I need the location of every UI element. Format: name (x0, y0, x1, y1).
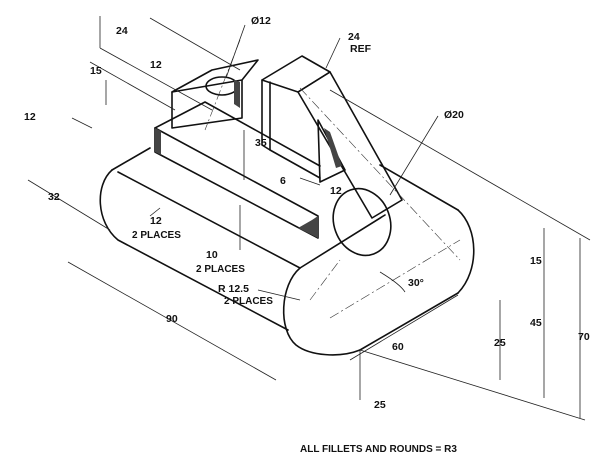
dimension-labels: 24 15 12 12 Ø12 24 REF Ø20 35 6 12 32 12… (24, 15, 590, 411)
dim-30-deg: 30° (408, 277, 424, 289)
dim-dia-20: Ø20 (444, 109, 464, 121)
large-hole (332, 187, 392, 257)
dim-35: 35 (255, 137, 267, 149)
cl-small-hole (204, 39, 241, 131)
dim-15-left: 15 (90, 65, 102, 77)
step-ledge (154, 101, 321, 239)
dim-ref: REF (350, 43, 372, 55)
dim-24-ref: 24 (348, 31, 360, 43)
dim-r12-5: R 12.5 (218, 283, 249, 295)
dim-90: 90 (166, 313, 178, 325)
boss (171, 59, 259, 129)
dim-12-slot: 12 (330, 185, 342, 197)
cl-base (329, 239, 461, 319)
base-left-end (99, 169, 289, 331)
cl-large-hole (299, 87, 461, 261)
rib-slot-shade (324, 128, 342, 168)
ledge-top (154, 101, 321, 167)
dim-25-bottom: 25 (374, 399, 386, 411)
base-mid-top (117, 171, 301, 269)
rib-base-line (269, 149, 321, 179)
cl-front (309, 259, 341, 301)
small-hole-shade (234, 80, 240, 108)
base-back-top (379, 164, 459, 211)
dim-15-right: 15 (530, 255, 542, 267)
dim-12-left: 12 (24, 111, 36, 123)
ledge-shade (155, 128, 161, 155)
boss-sides (171, 79, 243, 129)
ledge-shade-right (298, 216, 318, 238)
rib-top (261, 55, 331, 93)
dim-70: 70 (578, 331, 590, 343)
rib-left (261, 79, 271, 151)
dim-dia-12: Ø12 (251, 15, 271, 27)
dim-2-places-a: 2 PLACES (132, 230, 181, 241)
rib (261, 55, 403, 219)
dim-6: 6 (280, 175, 286, 187)
dim-2-places-b: 2 PLACES (196, 264, 245, 275)
dim-2-places-c: 2 PLACES (224, 296, 273, 307)
base-top-edge (111, 147, 151, 171)
boss-top (171, 59, 259, 93)
base-body (99, 147, 475, 356)
fillets-note: ALL FILLETS AND ROUNDS = R3 (300, 444, 457, 455)
base-front-top (299, 214, 386, 269)
dim-12-upper: 12 (150, 59, 162, 71)
dim-12-two-places: 12 (150, 215, 162, 227)
dim-25-right: 25 (494, 337, 506, 349)
dimension-lines (27, 16, 591, 421)
rib-sloped-face (297, 71, 403, 219)
ledge-front-face (154, 127, 319, 239)
dim-45: 45 (530, 317, 542, 329)
center-lines (204, 39, 461, 319)
dim-10: 10 (206, 249, 218, 261)
dim-24-top: 24 (116, 25, 128, 37)
base-right-bottom (359, 292, 459, 351)
dim-60: 60 (392, 341, 404, 353)
dim-32: 32 (48, 191, 60, 203)
base-right-end (457, 209, 475, 294)
base-front-face (282, 267, 361, 356)
